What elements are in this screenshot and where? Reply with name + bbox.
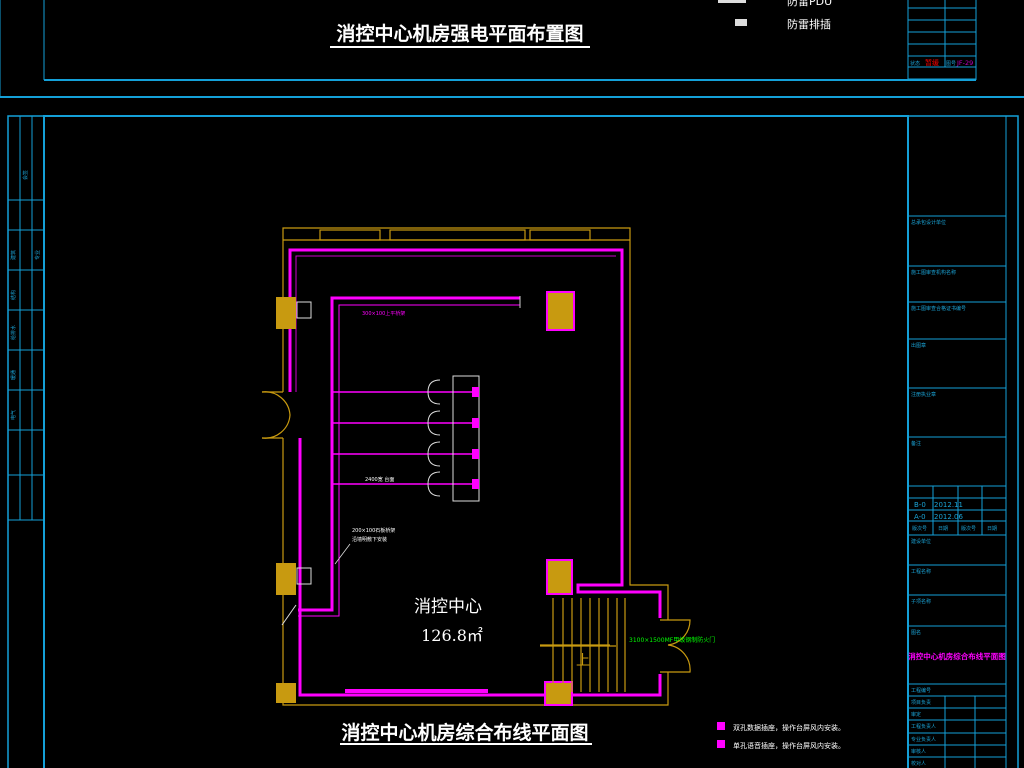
columns	[276, 291, 575, 706]
data-outlet-icon	[472, 479, 479, 489]
rev-header: 日期	[987, 526, 997, 532]
legend-pdu: 防雷PDU	[787, 0, 832, 8]
legend-voice-outlet: 单孔语音插座，操作台屏风内安装。	[733, 741, 845, 750]
tb-drawing-name: 消控中心机房综合布线平面图	[908, 651, 1006, 661]
status-label: 状态	[910, 60, 920, 67]
rev-header: 版次号	[961, 525, 976, 532]
main-sheet-title: 消控中心机房综合布线平面图	[341, 721, 588, 744]
tb-section: 总承包设计单位	[911, 219, 946, 226]
tb-signature: 校对人	[911, 760, 926, 767]
tb-section: 图名	[911, 629, 921, 636]
inner-walls	[288, 248, 662, 697]
stairs	[540, 598, 626, 692]
drawing-no: JF-29	[956, 59, 973, 67]
left-strip-label: 暖通	[10, 370, 17, 380]
legend-power-strip: 防雷排插	[787, 17, 831, 31]
tb-signature: 专业负责人	[911, 736, 936, 743]
tb-section: 注册执业章	[911, 391, 936, 398]
data-outlet-icon	[472, 418, 479, 428]
left-strip: 会签 建筑 结构 给排水 暖通 电气 专业	[10, 170, 41, 420]
tray-side-annotation: 200×100石板桥架	[352, 527, 395, 534]
single-voice-outlet-icon	[717, 740, 725, 748]
data-outlet-icon	[472, 449, 479, 459]
rev-date: 2012.11	[934, 501, 963, 509]
door-annotation: 3100×1500MF甲级钢制防火门	[629, 636, 715, 644]
tb-signature: 工程负责人	[911, 723, 936, 730]
tb-signature: 审核人	[911, 748, 926, 755]
tb-section: 子项名称	[911, 598, 931, 605]
tb-section: 备注	[911, 440, 921, 447]
tb-signature: 工程编号	[911, 687, 931, 694]
power-strip-icon	[735, 19, 747, 26]
tb-section: 施工图审查机构名称	[911, 269, 956, 276]
stair-up-label: 上	[576, 653, 590, 669]
room-area: 126.8㎡	[421, 626, 483, 645]
cable-tray	[296, 296, 521, 617]
tb-section: 工程名称	[911, 568, 931, 575]
status-value: 暂缓	[925, 58, 939, 67]
data-outlet-icon	[472, 387, 479, 397]
left-strip-label: 结构	[10, 290, 17, 300]
rev-header: 日期	[938, 526, 948, 532]
left-strip-label: 会签	[22, 170, 29, 180]
pdu-icon	[718, 0, 746, 3]
left-strip-label: 给排水	[10, 325, 17, 340]
drawing-no-label: 图号	[946, 61, 956, 67]
tb-section: 建设单位	[911, 538, 931, 545]
desk-annotation: 2400宽 台面	[365, 476, 394, 483]
right-door	[660, 619, 691, 673]
legend-data-outlet: 双孔数据插座，操作台屏风内安装。	[733, 723, 845, 732]
double-data-outlet-icon	[717, 722, 725, 730]
left-strip-label: 建筑	[10, 250, 17, 260]
tray-side-annotation-2: 沿墙明敷下安装	[352, 536, 387, 543]
left-strip-label: 专业	[34, 250, 41, 260]
room-name: 消控中心	[414, 597, 482, 617]
top-sheet-frame	[0, 0, 1024, 98]
rev-header: 版次号	[912, 525, 927, 532]
left-door	[261, 391, 291, 439]
tb-signature: 审定	[911, 711, 921, 718]
tb-section: 施工图审查合格证书编号	[911, 305, 966, 312]
left-strip-label: 电气	[10, 410, 17, 420]
main-sheet-frame	[7, 115, 1019, 768]
tb-section: 出图章	[911, 342, 926, 349]
workstation-desk	[427, 375, 480, 502]
tray-top-annotation: 300×100上平桥架	[362, 310, 405, 317]
top-sheet-title: 消控中心机房强电平面布置图	[336, 22, 583, 45]
rev-date: 2012.06	[934, 513, 963, 521]
floor-plan: 上	[261, 227, 691, 706]
rev: B-0	[914, 501, 926, 509]
rev: A-0	[914, 513, 926, 521]
title-block: 总承包设计单位 施工图审查机构名称 施工图审查合格证书编号 出图章 注册执业章 …	[908, 219, 1006, 767]
tb-signature: 项目负责	[911, 699, 931, 706]
